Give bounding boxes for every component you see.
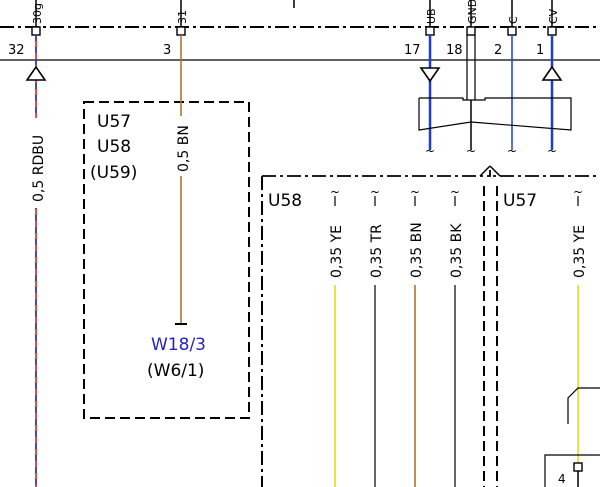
connector-pin-4 xyxy=(573,462,583,472)
pin-number-17: 17 xyxy=(404,43,421,58)
pin-label-gnd: GND xyxy=(466,0,479,24)
connector-pin-ub xyxy=(425,26,435,36)
pin-number-1: 1 xyxy=(536,43,544,58)
tilde-bn: ~ xyxy=(410,185,420,199)
pin-number-18: 18 xyxy=(446,43,463,58)
connector-pin-30g xyxy=(31,26,41,36)
splice-outline xyxy=(418,97,572,131)
component-box-u57 xyxy=(83,101,250,419)
connector-pin-gnd xyxy=(466,26,476,36)
connector-pin-cv xyxy=(547,26,557,36)
pin-label-cv: CV xyxy=(547,8,560,24)
bottom-bracket xyxy=(544,454,600,487)
section-label-u58: U58 xyxy=(268,191,302,211)
pin-label-c: C xyxy=(507,16,520,24)
wire-label-u58-bn: 0,35 BN xyxy=(409,222,425,278)
connector-pin-31 xyxy=(176,26,186,36)
harness-peak-left xyxy=(479,165,491,177)
tilde-ye: ~ xyxy=(330,185,340,199)
pin-number-4: 4 xyxy=(558,472,566,486)
wire-label-bg-bn xyxy=(172,116,190,176)
up-arrow-icon-cv xyxy=(541,65,563,81)
pin-label-30g: 30g xyxy=(31,3,44,24)
pin-number-2: 2 xyxy=(494,43,502,58)
pin-number-32: 32 xyxy=(8,43,25,58)
box-label-u59: (U59) xyxy=(90,163,137,183)
break-mark-ub: ~ xyxy=(425,144,435,158)
pin-number-3: 3 xyxy=(163,43,171,58)
harness-connector-shape xyxy=(262,170,600,177)
housing-outline xyxy=(567,387,600,424)
ref-w18: W18/3 xyxy=(151,335,206,355)
section-label-u57: U57 xyxy=(503,191,537,211)
break-mark-c: ~ xyxy=(507,144,517,158)
ref-w6: (W6/1) xyxy=(147,361,204,381)
connector-pin-c xyxy=(507,26,517,36)
pin-label-31: 31 xyxy=(176,10,189,24)
harness-peak-right xyxy=(489,165,501,177)
wire-label-bg-rdbu xyxy=(27,118,45,208)
wire-label-u58-bk: 0,35 BK xyxy=(449,223,465,278)
wire-label-bn: 0,5 BN xyxy=(176,125,192,172)
up-arrow-icon xyxy=(25,65,47,81)
tilde-bk: ~ xyxy=(450,185,460,199)
tilde-u57-ye: ~ xyxy=(573,185,583,199)
down-arrow-icon xyxy=(419,67,441,83)
break-mark-gnd: ~ xyxy=(466,144,476,158)
break-mark-cv: ~ xyxy=(547,144,557,158)
tilde-tr: ~ xyxy=(370,185,380,199)
wire-label-u58-ye: 0,35 YE xyxy=(329,225,345,278)
wire-label-u57-ye: 0,35 YE xyxy=(572,225,588,278)
wire-label-rdbu: 0,5 RDBU xyxy=(31,135,47,202)
box-label-u58: U58 xyxy=(97,137,131,157)
wire-label-u58-tr: 0,35 TR xyxy=(369,224,385,278)
box-label-u57: U57 xyxy=(97,112,131,132)
pin-label-ub: UB xyxy=(425,8,438,24)
